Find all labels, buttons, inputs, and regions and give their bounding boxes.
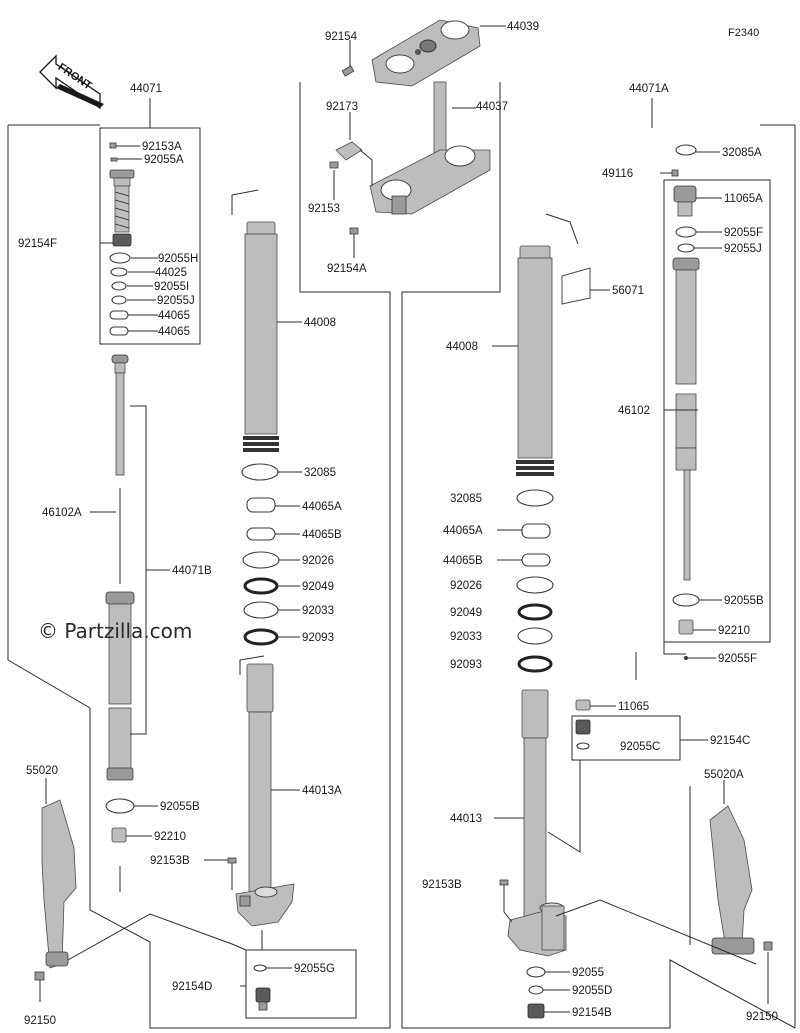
bolt-92153B-left (204, 857, 237, 890)
part-label: 92055J (157, 295, 195, 307)
part-label: 92154D (172, 981, 212, 993)
front-arrow-icon: FRONT (39, 54, 104, 110)
part-label: 92055D (572, 985, 612, 997)
part-label: 44013 (450, 813, 482, 825)
right-bushing-stack (497, 489, 554, 673)
oring-92055B-left (105, 798, 135, 814)
bolt-92154-top (341, 40, 355, 77)
part-label: 44071 (130, 83, 162, 95)
part-label: 92033 (450, 631, 482, 643)
figure-code: F2340 (728, 27, 759, 39)
part-label: 92210 (154, 831, 186, 843)
left-axle-box (240, 930, 357, 1019)
right-outer-tube (492, 213, 579, 476)
part-label: 46102 (618, 405, 650, 417)
part-label: 44037 (476, 101, 508, 113)
part-label: 56071 (612, 285, 644, 297)
right-inner-tube (494, 689, 581, 957)
part-label: 92055H (158, 253, 198, 265)
part-label: 92033 (302, 605, 334, 617)
part-label: 49116 (602, 168, 633, 180)
steering-stem (369, 81, 491, 215)
part-label: 44065A (443, 525, 483, 537)
bolt-92154A (349, 227, 359, 258)
bolt-92150-right (763, 941, 773, 1004)
part-label: 92154C (710, 735, 750, 747)
part-label: 92026 (450, 580, 482, 592)
part-label: 44013A (302, 785, 342, 797)
bolt-92153 (329, 161, 339, 200)
part-label: 44008 (446, 341, 478, 353)
right-cartridge-box (651, 98, 771, 643)
left-bushing-stack (241, 463, 302, 646)
part-label: 44065B (302, 529, 342, 541)
bolt-92150-left (34, 971, 45, 1002)
bolt-92153B-right (499, 879, 513, 923)
part-label: 92154A (327, 263, 367, 275)
part-label: 92049 (302, 581, 334, 593)
left-damper-assembly (90, 354, 170, 781)
part-label: 92049 (450, 607, 482, 619)
part-label: 92154 (325, 31, 358, 43)
part-label: 92153A (142, 141, 182, 153)
part-label: 55020A (704, 769, 744, 781)
part-label: 44065 (158, 326, 190, 338)
part-label: 92055G (294, 963, 335, 975)
part-label: 92055B (160, 801, 200, 813)
part-label: 11065 (618, 701, 649, 713)
right-valve-box (571, 715, 708, 761)
part-label: 92153B (150, 855, 190, 867)
part-label: 55020 (26, 765, 58, 777)
part-label: 46102A (42, 507, 82, 519)
part-label: 92153 (308, 203, 340, 215)
part-label: 92093 (450, 659, 482, 671)
part-label: 92154B (572, 1007, 612, 1019)
watermark: © Partzilla.com (38, 619, 192, 643)
frame-lines (7, 82, 796, 1029)
part-label: 92055F (718, 653, 757, 665)
part-label: 92055I (154, 281, 189, 293)
part-label: 44071B (172, 565, 212, 577)
plug-92210-left (111, 827, 152, 892)
part-label: 32085 (450, 493, 482, 505)
part-label: 92150 (746, 1011, 778, 1023)
part-label: 92150 (24, 1015, 56, 1027)
part-label: 92093 (302, 632, 334, 644)
part-label: 44008 (304, 317, 336, 329)
left-cartridge-box (99, 98, 201, 345)
part-label: 44039 (507, 21, 539, 33)
part-labels: 92154 44039 44071 44071A 92173 44037 921… (18, 21, 778, 1027)
right-bottom-seals (526, 966, 570, 1019)
part-label: 44025 (155, 267, 187, 279)
part-label: 92055 (572, 967, 604, 979)
left-outer-tube (231, 189, 302, 452)
part-label: 44071A (629, 83, 669, 95)
part-label: 32085 (304, 467, 336, 479)
part-label: 92055J (724, 243, 762, 255)
part-label: 92173 (326, 101, 358, 113)
part-label: 11065A (724, 193, 763, 205)
left-inner-tube (235, 655, 300, 927)
part-label: 44065A (302, 501, 342, 513)
part-label: 92055B (724, 595, 764, 607)
part-label: 32085A (722, 147, 762, 159)
upper-triple-clamp (371, 19, 506, 87)
part-label: 44065B (443, 555, 483, 567)
part-label: 92026 (302, 555, 334, 567)
label-sheet-56071 (561, 267, 610, 305)
fork-guard-55020 (41, 778, 77, 969)
part-label: 92153B (422, 879, 462, 891)
part-label: 92055C (620, 741, 660, 753)
clamp-92173 (335, 112, 373, 186)
nut-11065 (575, 699, 616, 711)
fork-guard-55020A (709, 780, 755, 955)
part-label: 92055F (724, 227, 763, 239)
part-label: 44065 (158, 310, 190, 322)
part-label: 92210 (718, 625, 750, 637)
part-label: 92154F (18, 238, 57, 250)
part-label: 92055A (144, 154, 184, 166)
